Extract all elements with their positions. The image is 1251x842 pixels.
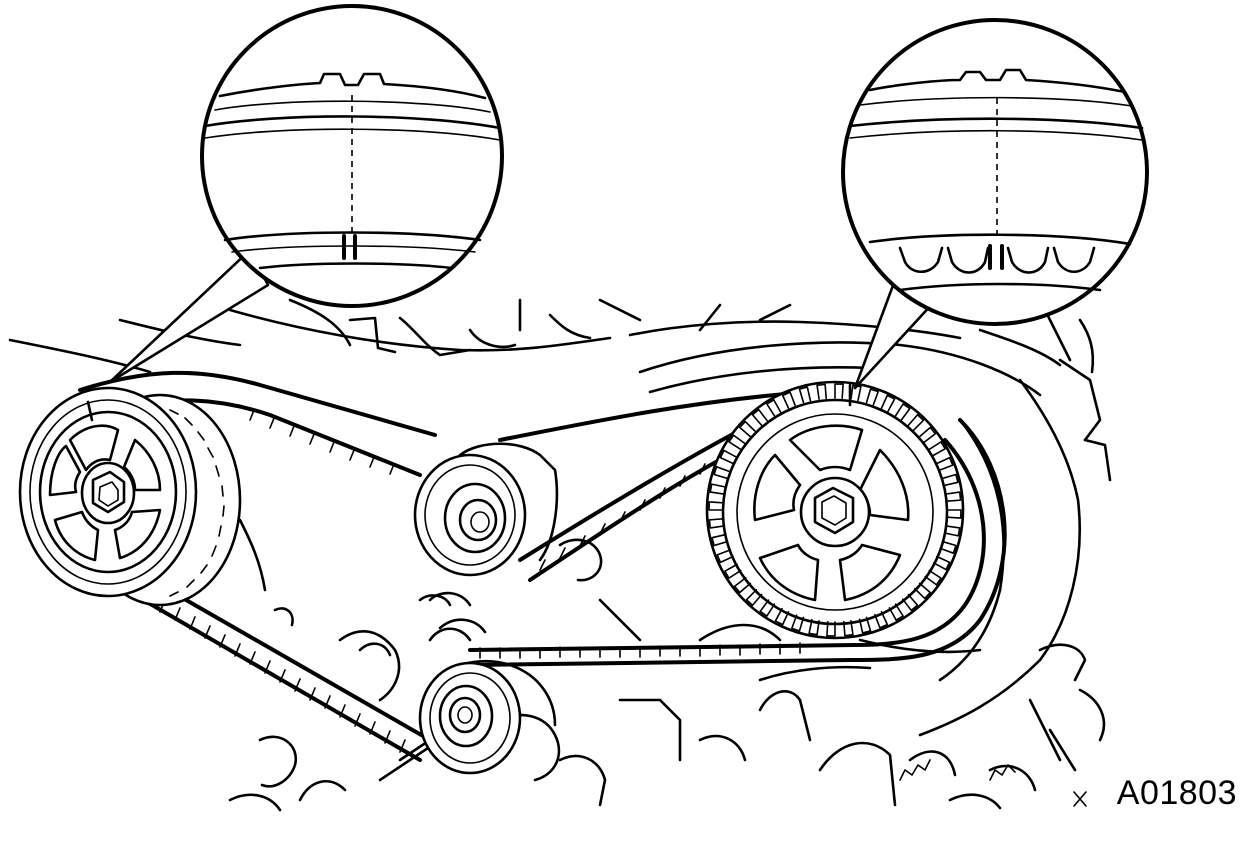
gear-tooth bbox=[745, 588, 763, 607]
gear-tooth bbox=[808, 618, 820, 636]
gear-tooth bbox=[924, 569, 942, 586]
gear-tooth bbox=[719, 449, 738, 465]
left-timing-mark-detail bbox=[108, 4, 504, 384]
right-timing-mark-detail bbox=[841, 18, 1149, 390]
gear-tooth bbox=[941, 473, 959, 487]
tension-pulley bbox=[418, 594, 557, 775]
gear-tooth bbox=[791, 614, 805, 632]
gear-tooth bbox=[928, 441, 946, 457]
gear-tooth bbox=[907, 413, 925, 432]
gear-tooth bbox=[874, 611, 889, 629]
gear-tooth bbox=[708, 501, 725, 511]
gear-tooth bbox=[781, 391, 796, 409]
gear-tooth bbox=[826, 620, 836, 637]
gear-tooth bbox=[939, 540, 957, 554]
gear-tooth bbox=[880, 394, 896, 413]
gear-tooth bbox=[943, 525, 961, 537]
gear-tooth bbox=[728, 434, 746, 451]
gear-tooth bbox=[945, 509, 962, 519]
gear-tooth bbox=[708, 517, 725, 529]
gear-tooth bbox=[834, 383, 844, 400]
gear-tooth bbox=[945, 491, 962, 503]
gear-tooth bbox=[901, 593, 919, 612]
gear-tooth bbox=[816, 383, 828, 400]
gear-tooth bbox=[759, 599, 776, 617]
figure-reference-code: A01803 bbox=[1116, 774, 1237, 812]
gear-tooth bbox=[738, 420, 757, 438]
gear-tooth bbox=[918, 426, 937, 444]
gear-tooth bbox=[766, 399, 782, 417]
left-camshaft-timing-pulley bbox=[18, 386, 242, 607]
corner-mark bbox=[1073, 791, 1087, 807]
gear-tooth bbox=[888, 603, 904, 621]
idler-pulley bbox=[413, 442, 559, 577]
gear-tooth bbox=[724, 563, 742, 579]
gear-tooth bbox=[932, 555, 951, 571]
right-camshaft-timing-pulley bbox=[705, 380, 965, 640]
gear-tooth bbox=[842, 620, 854, 637]
gear-tooth bbox=[733, 576, 752, 594]
gear-tooth bbox=[913, 582, 932, 600]
gear-tooth bbox=[858, 616, 872, 634]
gear-tooth bbox=[711, 533, 729, 547]
gear-tooth bbox=[774, 607, 790, 626]
gear-tooth bbox=[751, 408, 769, 427]
engine-outline bbox=[8, 298, 1112, 812]
gear-tooth bbox=[713, 466, 731, 480]
gear-tooth bbox=[894, 403, 911, 421]
gear-tooth bbox=[865, 388, 879, 406]
gear-tooth bbox=[936, 456, 954, 471]
gear-tooth bbox=[709, 483, 727, 495]
gear-tooth bbox=[798, 386, 812, 404]
gear-tooth bbox=[716, 549, 734, 564]
